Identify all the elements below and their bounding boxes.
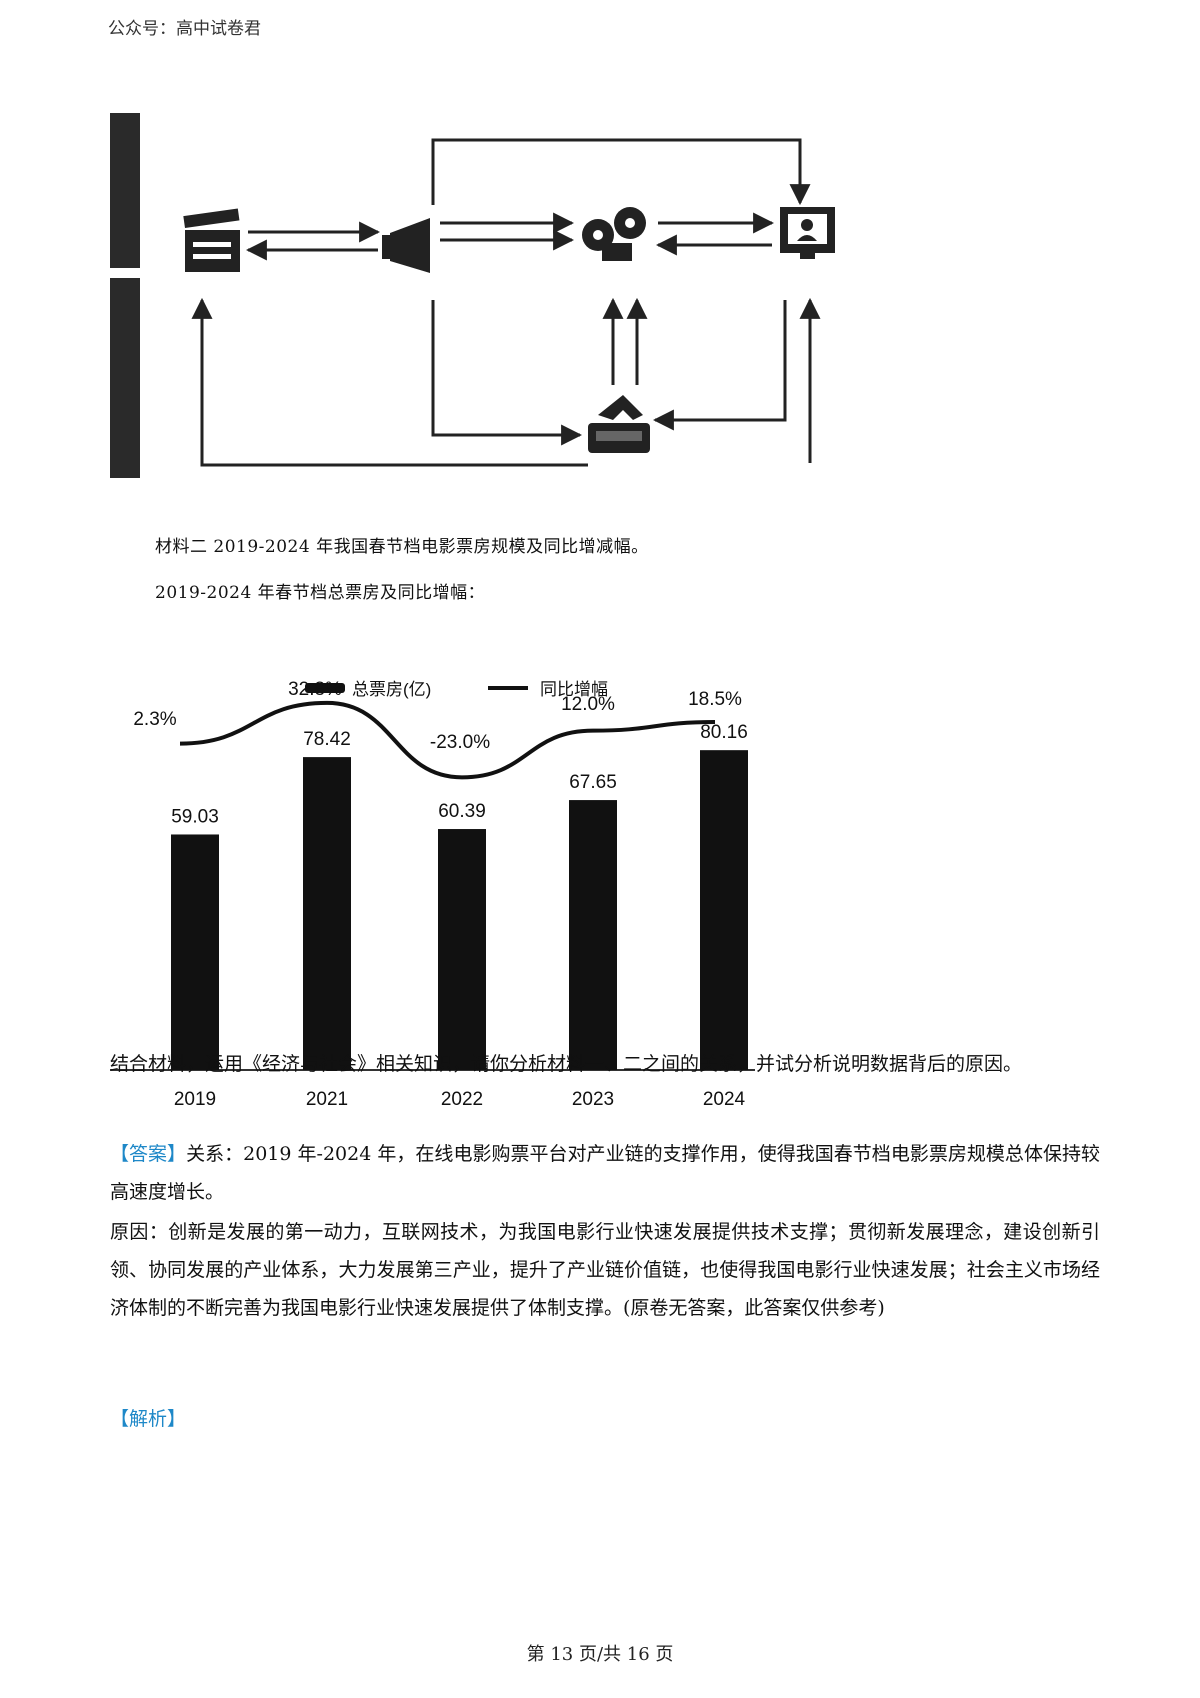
- material2-heading: 材料二 2019-2024 年我国春节档电影票房规模及同比增减幅。: [155, 537, 649, 557]
- projector-screen-icon: [382, 218, 430, 273]
- film-reel-icon: [582, 207, 646, 261]
- header-source: 公众号：高中试卷君: [108, 19, 261, 39]
- arrow-distribution-to-platform: [431, 300, 583, 446]
- bar: [303, 757, 351, 1070]
- legend-bar-label: 总票房(亿): [352, 680, 431, 699]
- x-tick-label: 2023: [572, 1089, 614, 1110]
- answer-relation: 关系：2019 年-2024 年，在线电影购票平台对产业链的支撑作用，使得我国春…: [110, 1143, 1100, 1203]
- growth-value-label: 12.0%: [561, 694, 615, 715]
- arrow-audience-to-platform: [652, 300, 787, 431]
- bar-value-label: 67.65: [569, 772, 617, 793]
- bar: [438, 829, 486, 1070]
- x-tick-label: 2024: [703, 1089, 746, 1110]
- side-label-column: [110, 113, 140, 478]
- ticketing-platform-icon: [588, 395, 650, 453]
- bar-value-label: 80.16: [700, 722, 748, 743]
- legend-line-label: 同比增幅: [540, 680, 608, 699]
- material2-subheading: 2019-2024 年春节档总票房及同比增幅：: [155, 583, 486, 603]
- industry-chain-diagram: [110, 113, 835, 478]
- x-tick-label: 2019: [174, 1089, 216, 1110]
- clapperboard-icon: [183, 208, 240, 272]
- growth-line: [179, 700, 716, 780]
- growth-value-label: 18.5%: [688, 689, 742, 710]
- film-screening-node: [582, 207, 646, 261]
- legend-bar-swatch: [305, 683, 345, 693]
- box-office-chart: 总票房(亿) 同比增幅 59.03 2019 78.42 2021 60.39 2022 67.…: [110, 680, 755, 1110]
- answer-tag: 【答案】: [110, 1143, 187, 1165]
- film-distribution-node: [382, 218, 430, 273]
- x-tick-label: 2022: [441, 1089, 483, 1110]
- ticketing-platform-node: [588, 395, 650, 453]
- film-production-node: [183, 208, 240, 272]
- film-audience-node: [780, 207, 835, 259]
- page-footer: 第 13 页/共 16 页: [526, 1644, 674, 1665]
- bar: [171, 834, 219, 1070]
- bar: [569, 800, 617, 1070]
- bar-value-label: 60.39: [438, 801, 486, 822]
- x-tick-label: 2021: [306, 1089, 348, 1110]
- growth-value-label: -23.0%: [430, 732, 490, 753]
- growth-value-label: 2.3%: [133, 709, 176, 730]
- growth-value-label: 32.8%: [288, 680, 342, 700]
- side-label-traditional-chain: [110, 113, 140, 268]
- arrow-top-loop: [431, 138, 811, 206]
- bar-value-label: 78.42: [303, 729, 351, 750]
- answer-reason: 原因：创新是发展的第一动力，互联网技术，为我国电影行业快速发展提供技术支撑；贯彻…: [110, 1221, 1100, 1319]
- arrow-platform-to-production: [191, 297, 588, 467]
- analysis-tag: 【解析】: [110, 1408, 187, 1430]
- answer-relation-block: 【答案】关系：2019 年-2024 年，在线电影购票平台对产业链的支撑作用，使…: [110, 1135, 1100, 1211]
- bar: [700, 750, 748, 1070]
- side-label-internet-chain: [110, 278, 140, 478]
- question-text: 结合材料，运用《经济与社会》相关知识，请你分析材料一、二之间的关系，并试分析说明…: [110, 1053, 1023, 1075]
- bar-value-label: 59.03: [171, 806, 219, 827]
- audience-monitor-icon: [780, 207, 835, 259]
